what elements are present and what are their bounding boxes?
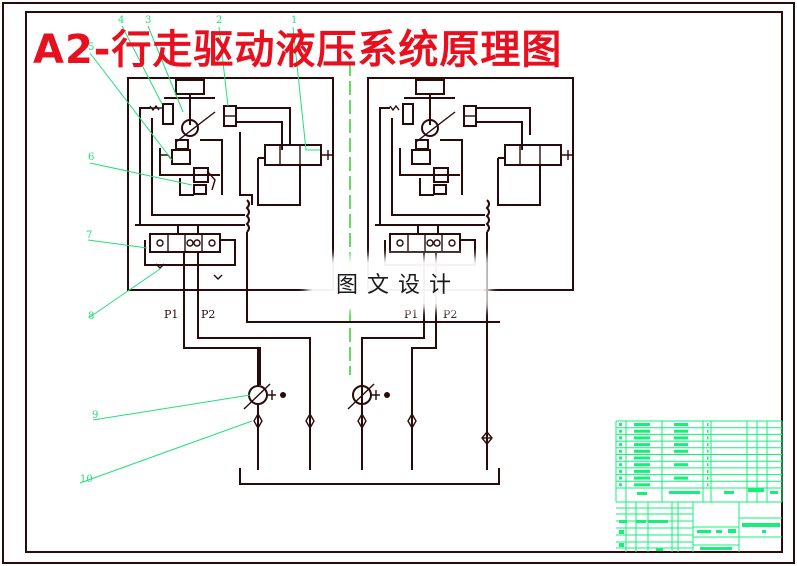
title-block-cell: [619, 449, 622, 453]
right-directional-valve: [504, 144, 562, 166]
left-variable-pump: [181, 119, 199, 137]
callout-9: 9: [92, 410, 99, 421]
left-check-valve: [253, 412, 263, 430]
title-block-cell: [634, 423, 650, 426]
port-right-p2: P2: [443, 308, 458, 321]
title-block-cell: [619, 429, 622, 433]
title-block-cell: [634, 476, 650, 480]
callout-6: 6: [88, 152, 95, 163]
callout-1: 1: [291, 15, 298, 26]
title-block-cell: [674, 436, 688, 440]
left-pump-unit: [127, 77, 500, 410]
title-block-cell: [619, 469, 622, 473]
title-block-cell: [674, 476, 688, 480]
drawing-title: A2-行走驱动液压系统原理图: [33, 27, 563, 73]
title-block-cell: [634, 469, 650, 473]
title-block-cell: [619, 476, 622, 480]
motors-and-tank: [239, 348, 500, 485]
title-block-cell: [619, 463, 622, 467]
title-block-cell: [674, 423, 688, 426]
title-block-cell: [619, 436, 622, 440]
title-block-cell: [634, 456, 650, 460]
callout-7: 7: [86, 230, 93, 241]
callout-3: 3: [145, 15, 152, 26]
title-block-cell: [619, 456, 622, 460]
callout-4: 4: [118, 15, 125, 26]
callout-8: 8: [88, 311, 95, 322]
watermark: 图文设计: [312, 262, 484, 304]
title-block-cell: [634, 463, 650, 467]
oil-tank: [239, 468, 500, 485]
left-charge-relief: [171, 149, 191, 165]
left-pressure-cutoff: [193, 167, 209, 183]
port-right-p1: P1: [404, 308, 419, 321]
left-directional-valve: [264, 144, 322, 166]
title-block: [615, 420, 783, 552]
port-left-p2: P2: [201, 308, 216, 321]
title-block-cell: [634, 436, 650, 440]
title-block-cell: [634, 443, 650, 447]
title-block-cell: [619, 423, 622, 426]
filter-icon: [481, 430, 493, 446]
title-block-cell: [619, 443, 622, 447]
callout-5: 5: [88, 42, 95, 53]
left-servo-cylinder: [162, 103, 174, 125]
title-block-cell: [634, 483, 650, 487]
inner-frame: [25, 11, 783, 553]
leader-lines: [79, 25, 320, 484]
right-pump-unit: [361, 77, 574, 430]
left-orifice: [155, 263, 165, 269]
port-left-p1: P1: [164, 308, 179, 321]
right-variable-pump: [421, 119, 439, 137]
callout-10: 10: [80, 474, 93, 485]
title-block-cell: [634, 429, 650, 433]
title-block-cell: [674, 443, 688, 447]
title-block-cell: [674, 429, 688, 433]
title-block-cell: [634, 449, 650, 453]
title-block-cell: [674, 449, 688, 453]
callout-2: 2: [216, 15, 223, 26]
title-block-cell: [674, 463, 688, 467]
left-servo-box: [175, 79, 205, 95]
title-block-cell: [619, 483, 622, 487]
